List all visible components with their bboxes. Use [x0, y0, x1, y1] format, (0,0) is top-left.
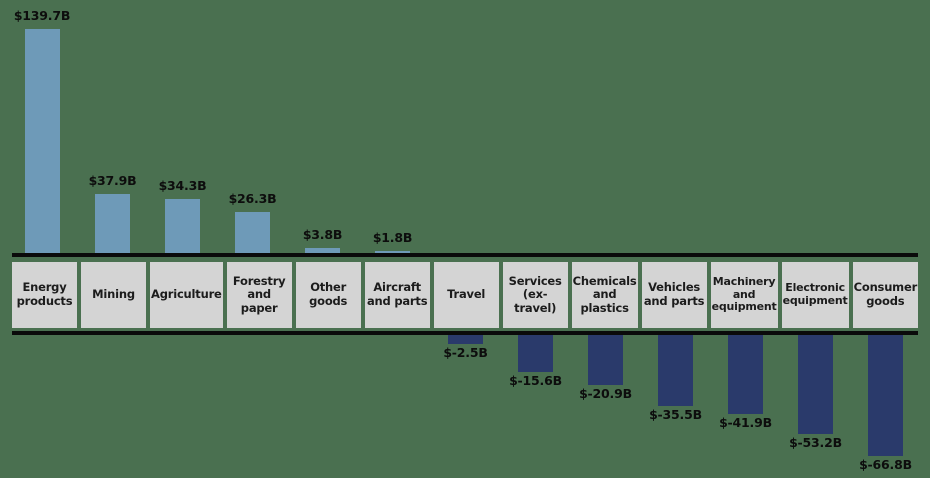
- cat-line2: (ex-travel): [514, 287, 557, 315]
- category-label-agriculture: Agriculture: [151, 287, 222, 302]
- category-cell-mining[interactable]: Mining: [81, 262, 146, 328]
- value-label-mining: $37.9B: [88, 173, 137, 188]
- cat-line1: Machinery: [712, 274, 776, 288]
- lower-axis-line: [12, 331, 918, 335]
- value-label-electronic-equipment: $-53.2B: [789, 435, 842, 450]
- positive-bars-area: [25, 29, 410, 255]
- bar-energy-products[interactable]: [25, 29, 60, 255]
- cat-line1: Other: [310, 280, 347, 295]
- value-label-consumer-goods: $-66.8B: [859, 457, 912, 472]
- bar-other-goods[interactable]: [305, 248, 340, 255]
- cat-line2: and paper: [240, 287, 278, 315]
- bar-agriculture[interactable]: [165, 199, 200, 255]
- cat-line1: Aircraft: [373, 280, 421, 295]
- value-label-chemicals-and-plastics: $-20.9B: [579, 386, 632, 401]
- cat-line2: and parts: [366, 294, 428, 308]
- category-cell-travel[interactable]: Travel: [433, 262, 499, 328]
- negative-bars-area: [0, 334, 930, 478]
- value-label-travel: $-2.5B: [443, 345, 488, 360]
- value-label-aircraft-and-parts: $1.8B: [372, 230, 413, 245]
- bar-machinery-and-equipment[interactable]: [728, 334, 763, 414]
- cat-line2: goods: [866, 294, 905, 308]
- category-label-travel: Travel: [447, 287, 486, 302]
- bar-travel[interactable]: [448, 334, 483, 344]
- value-label-agriculture: $34.3B: [158, 178, 207, 193]
- cat-line2: and equipment: [711, 287, 777, 314]
- cat-line2: and parts: [643, 294, 705, 308]
- value-label-services-ex-travel: $-15.6B: [509, 373, 562, 388]
- cat-line2: and plastics: [580, 287, 629, 315]
- bar-services-ex-travel[interactable]: [518, 334, 553, 372]
- cat-line2: goods: [309, 294, 348, 308]
- zero-axis-line: [12, 253, 918, 257]
- bar-consumer-goods[interactable]: [868, 334, 903, 456]
- value-label-energy-products: $139.7B: [13, 8, 71, 23]
- cat-line1: Consumer: [853, 280, 918, 295]
- cat-line1: Electronic: [785, 281, 845, 295]
- category-cell-agriculture[interactable]: Agriculture: [150, 262, 223, 328]
- cat-line2: products: [16, 294, 73, 308]
- category-label-services-ex-travel: Services(ex-travel): [504, 273, 567, 316]
- value-label-vehicles-and-parts: $-35.5B: [649, 407, 702, 422]
- value-label-machinery-and-equipment: $-41.9B: [719, 415, 772, 430]
- bar-forestry-and-paper[interactable]: [235, 212, 270, 255]
- cat-line1: Energy: [22, 280, 67, 295]
- bar-electronic-equipment[interactable]: [798, 334, 833, 434]
- value-label-forestry-and-paper: $26.3B: [228, 191, 277, 206]
- value-label-other-goods: $3.8B: [302, 227, 343, 242]
- cat-line1: Vehicles: [648, 280, 701, 295]
- bar-chemicals-and-plastics[interactable]: [588, 334, 623, 385]
- category-label-mining: Mining: [92, 287, 135, 302]
- cat-line1: Forestry: [232, 273, 286, 288]
- category-cell-services-ex-travel[interactable]: Services(ex-travel): [502, 262, 568, 328]
- cat-line1: Chemicals: [572, 273, 637, 288]
- cat-line1: Services: [508, 273, 562, 288]
- cat-line2: equipment: [782, 294, 848, 307]
- bar-mining[interactable]: [95, 194, 130, 255]
- bar-vehicles-and-parts[interactable]: [658, 334, 693, 406]
